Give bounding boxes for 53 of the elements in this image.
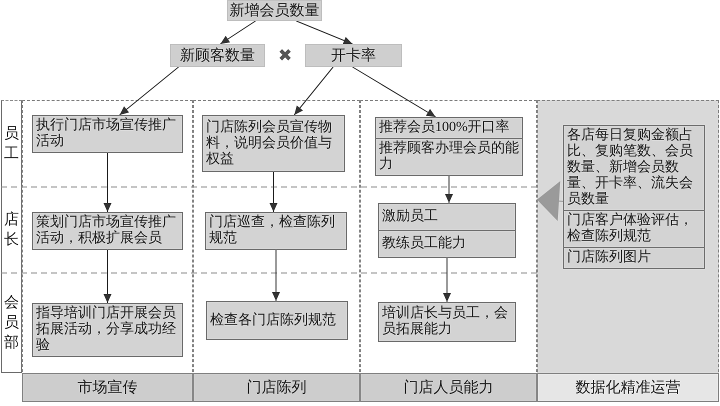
arrow xyxy=(272,250,280,302)
step-text: 门店陈列图片 xyxy=(564,247,704,268)
arrow xyxy=(104,250,112,304)
arrow xyxy=(104,152,112,212)
metric-box xyxy=(305,44,402,67)
column-lane xyxy=(193,100,360,402)
arrow xyxy=(119,66,180,116)
step-text: 指导培训门店开展会员拓展活动，分享成功经验 xyxy=(35,304,177,355)
step-text: 推荐顾客办理会员的能力 xyxy=(376,138,522,175)
column-footer: 数据化精准运营 xyxy=(537,373,719,402)
step-text: 执行门店市场宣传推广活动 xyxy=(35,116,177,151)
step-text: 教练员工能力 xyxy=(379,230,515,257)
process-box xyxy=(206,301,348,340)
step-text: 门店客户体验评估，检查陈列规范 xyxy=(564,210,704,247)
metric-text: 新顾客数量 xyxy=(180,46,255,64)
column-footer: 门店陈列 xyxy=(193,373,360,402)
column-lane xyxy=(22,100,193,402)
arrow xyxy=(270,172,278,212)
lane-header xyxy=(1,100,22,187)
column-footer: 市场宣传 xyxy=(22,373,193,402)
step-text: 门店巡查，检查陈列规范 xyxy=(208,213,336,248)
multiplication-sign: ✖ xyxy=(278,47,292,65)
arrow xyxy=(352,66,436,118)
arrow xyxy=(220,20,256,44)
lane-header xyxy=(1,187,22,273)
step-text: 检查各门店陈列规范 xyxy=(209,311,337,330)
process-box xyxy=(378,203,516,258)
lane-title: 员工 xyxy=(4,125,20,164)
lane-title: 店长 xyxy=(4,210,20,250)
arrow xyxy=(296,20,354,44)
process-box xyxy=(205,212,347,250)
step-text: 推荐会员100%开口率 xyxy=(378,118,511,137)
step-text: 各店每日复购金额占比、复购笔数、会员数量、新增会员数量、开卡率、流失会员数量 xyxy=(566,126,694,209)
step-text: 激励员工 xyxy=(381,208,439,226)
data-panel xyxy=(537,100,719,402)
metric-text: 新增会员数量 xyxy=(230,2,320,20)
arrow xyxy=(294,66,334,116)
process-box xyxy=(563,125,705,269)
process-box xyxy=(378,302,516,342)
pointer-arrow xyxy=(536,181,564,222)
process-box xyxy=(202,115,345,172)
step-text: 培训店长与员工，会员拓展能力 xyxy=(381,304,509,339)
lane-header xyxy=(1,273,22,373)
metric-text: 开卡率 xyxy=(331,46,376,64)
metric-box xyxy=(170,44,265,67)
arrow xyxy=(443,258,451,302)
column-footer: 门店人员能力 xyxy=(360,373,537,402)
step-text: 门店陈列会员宣传物料，说明会员价值与权益 xyxy=(205,118,333,168)
step-text: 策划门店市场宣传推广活动，积极扩展会员 xyxy=(35,213,177,248)
column-lane xyxy=(360,100,537,402)
process-box xyxy=(375,117,523,176)
lane-title: 会员部 xyxy=(4,294,20,352)
arrow xyxy=(445,176,453,204)
